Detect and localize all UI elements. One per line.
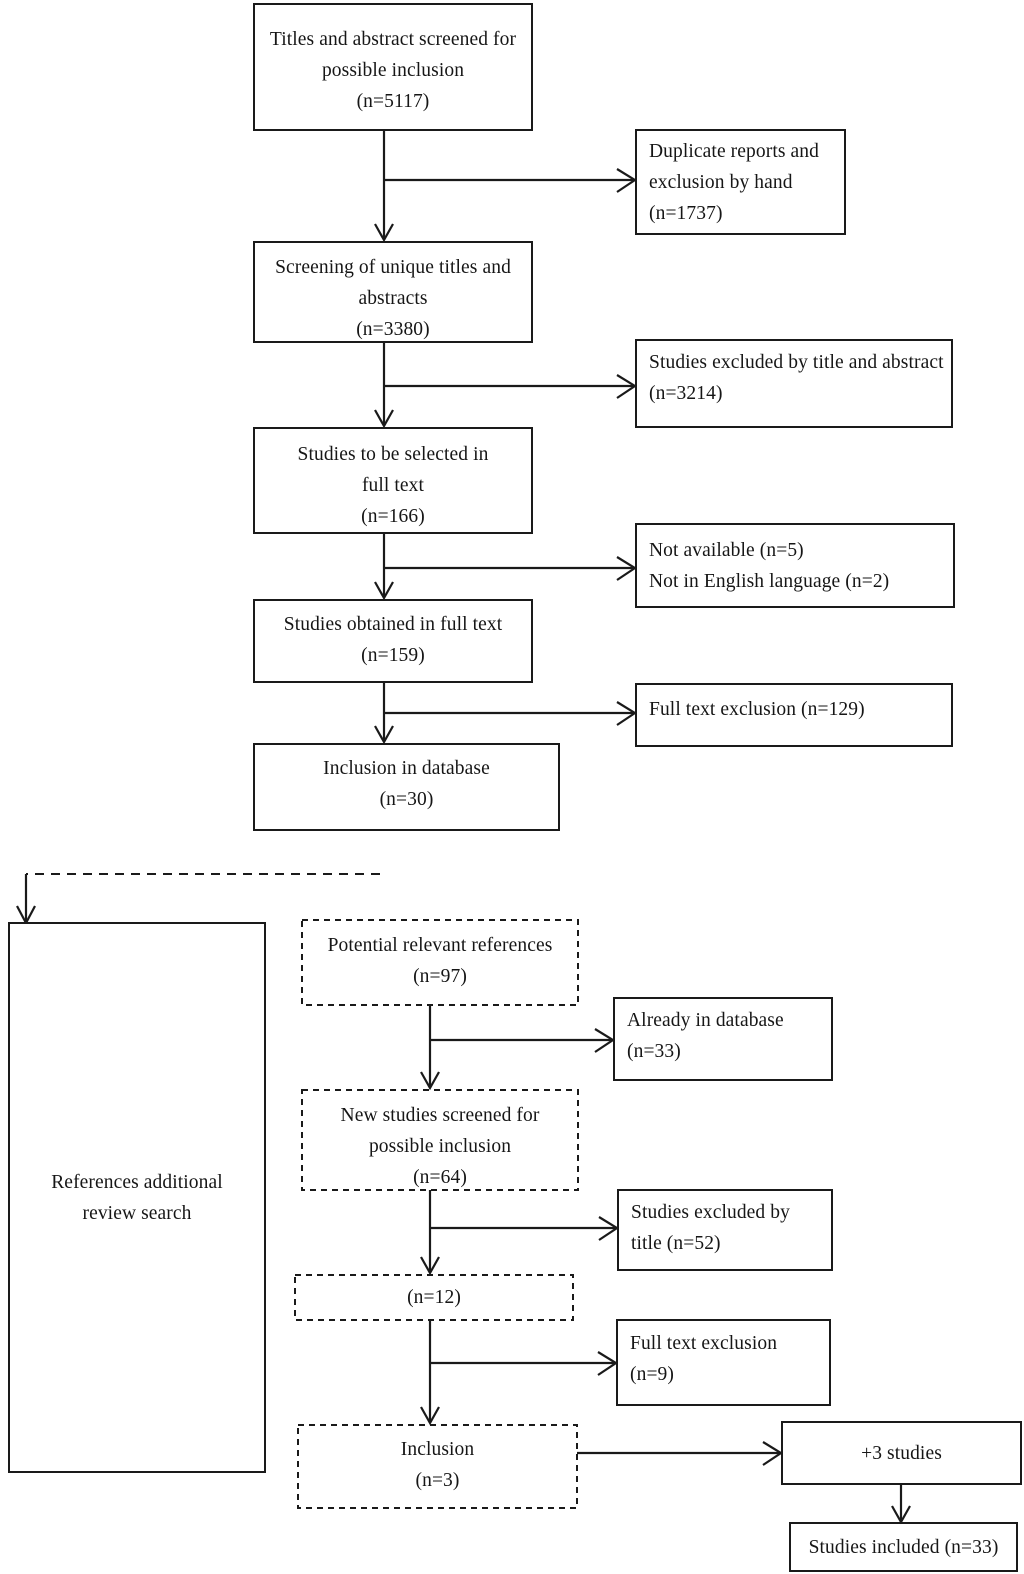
box-obtained-full-text bbox=[253, 599, 533, 683]
arrowhead-potential-to-alreadydb bbox=[594, 1028, 616, 1053]
box-duplicate-reports bbox=[635, 129, 846, 235]
arrowhead-newstudies-to-excludedtitle bbox=[598, 1216, 620, 1241]
label-references-additional: References additional review search bbox=[51, 1171, 223, 1224]
label-potential-references: Potential relevant references (n=97) bbox=[327, 935, 553, 987]
label-not-available: Not available (n=5) Not in English langu… bbox=[649, 539, 890, 592]
arrowhead-selected-to-notavailable bbox=[616, 556, 638, 581]
box-titles-screened bbox=[253, 3, 533, 131]
box-remaining-12 bbox=[294, 1274, 574, 1321]
box-screening-unique bbox=[253, 241, 533, 343]
box-references-additional bbox=[8, 922, 266, 1473]
label-to-be-selected: Studies to be selected in full text (n=1… bbox=[297, 444, 489, 527]
label-already-in-database: Already in database (n=33) bbox=[627, 1010, 784, 1062]
arrowhead-inclusion3-to-plusthree bbox=[762, 1441, 784, 1466]
box-inclusion-3 bbox=[297, 1424, 578, 1509]
label-remaining-12: (n=12) bbox=[407, 1287, 461, 1308]
arrowhead-selected-to-obtained bbox=[374, 581, 394, 601]
label-duplicate-reports: Duplicate reports and exclusion by hand … bbox=[649, 140, 819, 224]
label-full-text-exclusion-9: Full text exclusion (n=9) bbox=[630, 1333, 778, 1385]
label-new-studies-screened: New studies screened for possible inclus… bbox=[340, 1105, 540, 1188]
box-excluded-by-title bbox=[617, 1189, 833, 1271]
box-studies-included bbox=[789, 1522, 1018, 1572]
arrowhead-screening-to-selected bbox=[374, 409, 394, 429]
arrowhead-remaining-to-ftexclusion9 bbox=[597, 1351, 619, 1376]
box-already-in-database bbox=[613, 997, 833, 1081]
label-plus-three-studies: +3 studies bbox=[861, 1442, 942, 1464]
label-obtained-full-text: Studies obtained in full text (n=159) bbox=[283, 614, 503, 666]
arrowhead-newstudies-to-remaining bbox=[420, 1256, 440, 1276]
box-full-text-exclusion-129 bbox=[635, 683, 953, 747]
label-excluded-by-title: Studies excluded by title (n=52) bbox=[631, 1202, 790, 1254]
arrowhead-remaining-to-inclusion3 bbox=[420, 1406, 440, 1426]
arrowhead-obtained-to-ftexclusion bbox=[616, 701, 638, 726]
label-inclusion-3: Inclusion (n=3) bbox=[400, 1439, 475, 1491]
label-inclusion-database: Inclusion in database (n=30) bbox=[323, 758, 490, 810]
label-titles-screened: Titles and abstract screened for possibl… bbox=[269, 28, 517, 112]
box-inclusion-database bbox=[253, 743, 560, 831]
label-screening-unique: Screening of unique titles and abstracts… bbox=[275, 257, 511, 340]
arrowhead-plusthree-to-included bbox=[891, 1505, 911, 1525]
label-excluded-title-abstract: Studies excluded by title and abstract (… bbox=[649, 352, 944, 404]
arrowhead-titles-to-duplicates bbox=[616, 168, 638, 193]
box-new-studies-screened bbox=[301, 1089, 579, 1191]
arrowhead-screening-to-excluded bbox=[616, 374, 638, 399]
arrowhead-obtained-to-inclusion bbox=[374, 725, 394, 745]
box-potential-references bbox=[301, 919, 579, 1006]
box-to-be-selected bbox=[253, 427, 533, 534]
arrowhead-potential-to-newstudies bbox=[420, 1071, 440, 1091]
label-full-text-exclusion-129: Full text exclusion (n=129) bbox=[649, 699, 865, 720]
label-studies-included: Studies included (n=33) bbox=[808, 1536, 999, 1558]
arrowhead-titles-to-screening bbox=[374, 223, 394, 243]
box-not-available bbox=[635, 523, 955, 608]
box-excluded-title-abstract bbox=[635, 339, 953, 428]
box-full-text-exclusion-9 bbox=[616, 1319, 831, 1406]
